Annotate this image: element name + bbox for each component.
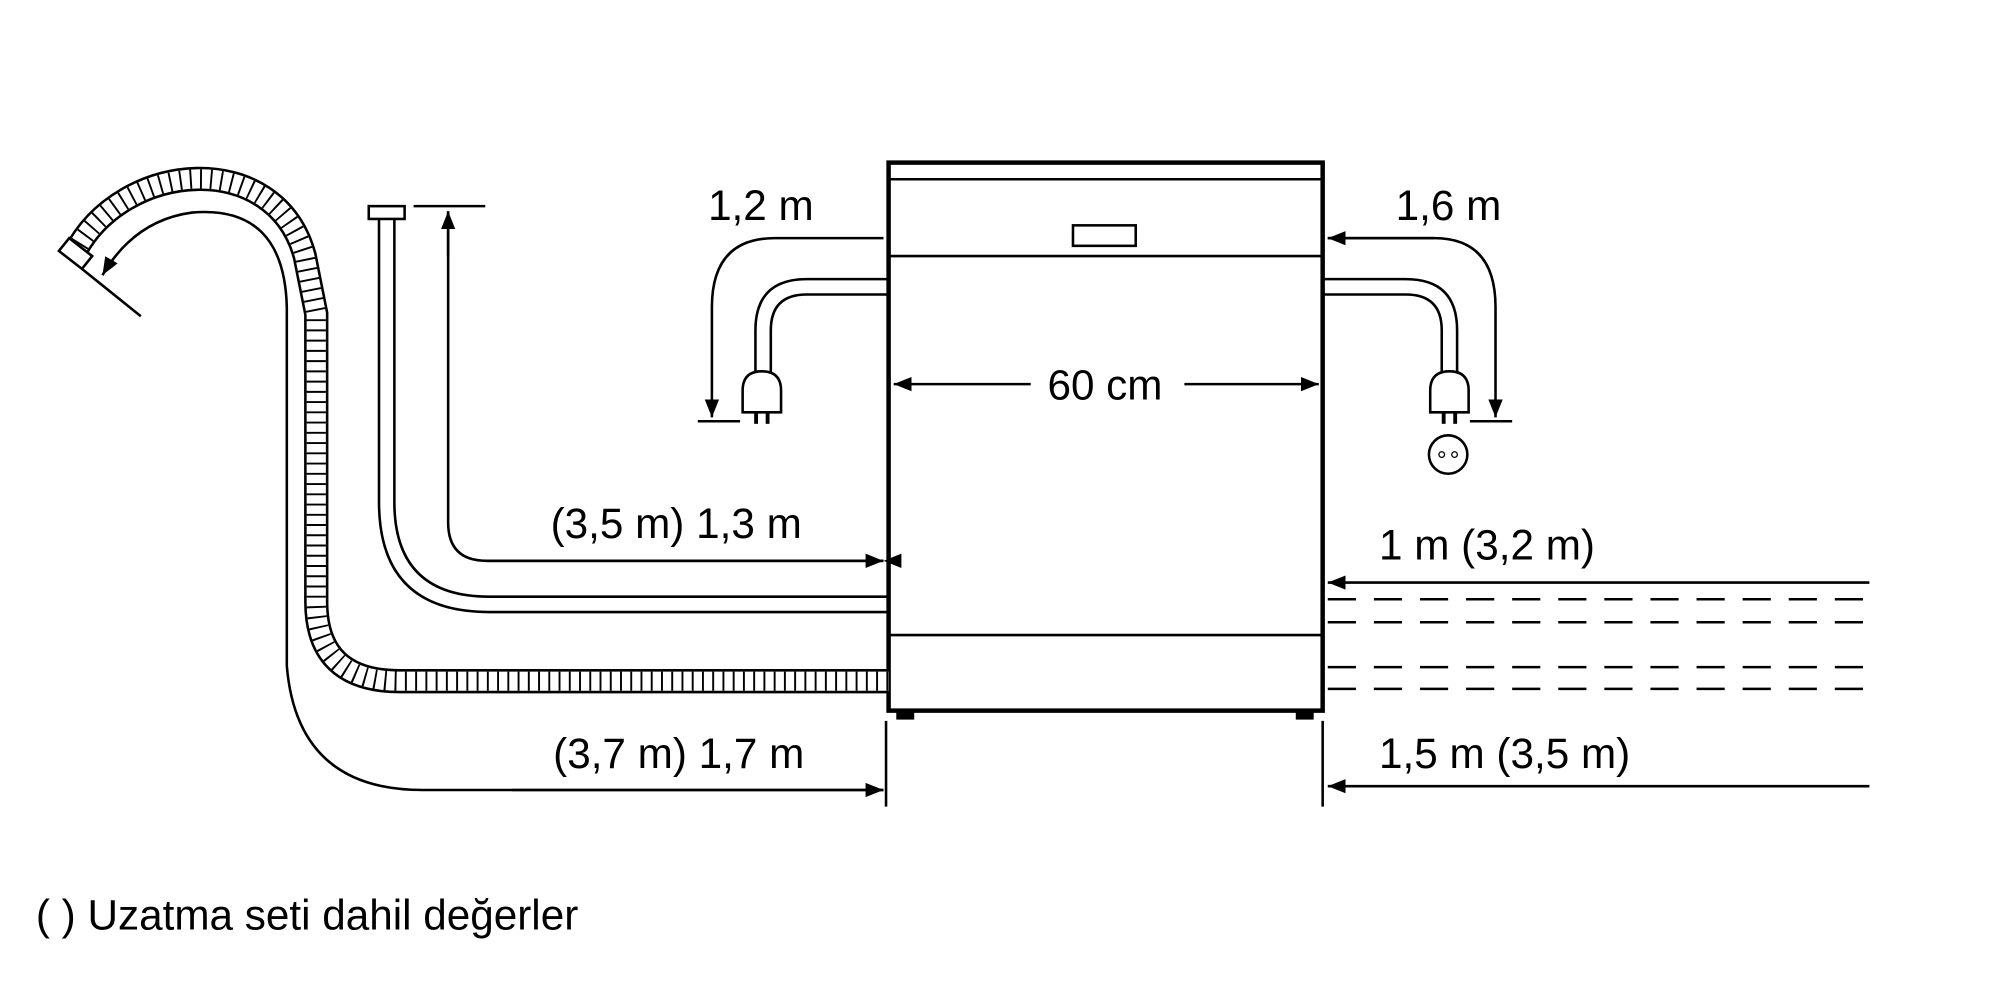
foot-left <box>896 710 915 720</box>
power-left-label: 1,2 m <box>708 182 814 229</box>
power-cord-left: 1,2 m <box>697 182 889 424</box>
drain-left-label: (3,7 m) 1,7 m <box>553 730 804 777</box>
water-inlet-left-label: (3,5 m) 1,3 m <box>551 500 802 547</box>
control-panel <box>1071 224 1138 248</box>
power-right-label: 1,6 m <box>1396 182 1502 229</box>
drain-hose-left: (3,7 m) 1,7 m <box>57 166 889 798</box>
drain-hose-end-icon <box>57 236 95 271</box>
power-cord-right: 1,6 m <box>1322 182 1513 476</box>
drain-right-label: 1,5 m (3,5 m) <box>1379 730 1630 777</box>
foot-right <box>1295 710 1314 720</box>
width-label: 60 cm <box>1047 361 1162 408</box>
water-inlet-hose-right: 1 m (3,2 m) <box>1327 522 1870 624</box>
socket-icon <box>1427 434 1469 476</box>
water-inlet-hose-left: (3,5 m) 1,3 m <box>367 204 902 614</box>
width-dimension: 60 cm <box>893 361 1319 408</box>
extension-set-note: ( ) Uzatma seti dahil değerler <box>36 892 578 939</box>
water-inlet-right-label: 1 m (3,2 m) <box>1379 522 1595 569</box>
plug-icon <box>1428 370 1470 414</box>
drain-hose-right: 1,5 m (3,5 m) <box>1327 665 1870 794</box>
plug-icon <box>741 370 783 414</box>
tap-connector-icon <box>367 204 406 221</box>
dishwasher <box>886 160 1325 720</box>
